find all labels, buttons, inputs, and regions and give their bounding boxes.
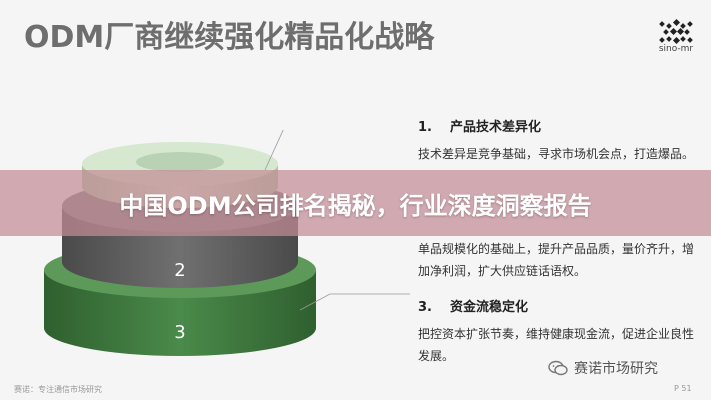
wechat-label: 赛诺市场研究 (574, 361, 658, 377)
item-1-body: 技术差异是竞争基础，寻求市场机会点，打造爆品。 (418, 147, 695, 161)
tier-label-3: 3 (174, 322, 185, 343)
strategy-item-1: 1. 产品技术差异化 技术差异是竞争基础，寻求市场机会点，打造爆品。 (418, 116, 698, 165)
page-number: P 51 (674, 384, 692, 393)
footer-source: 赛诺：专注通信市场研究 (14, 385, 102, 394)
overlay-banner: 中国ODM公司排名揭秘，行业深度洞察报告 (0, 170, 711, 236)
tier-diagram: 2 3 (44, 130, 410, 356)
callout-line-3 (299, 293, 410, 311)
item-1-title: 产品技术差异化 (450, 120, 542, 135)
wechat-watermark: 赛诺市场研究 (548, 358, 658, 378)
item-3-title: 资金流稳定化 (450, 300, 529, 315)
callout-line-1 (264, 130, 284, 171)
item-1-number: 1. (418, 120, 432, 135)
strategy-item-3: 3. 资金流稳定化 把控资本扩张节奏，维持健康现金流，促进企业良性发展。 (418, 296, 698, 367)
logo-text: sino-mr (658, 44, 694, 54)
strategy-item-2: 单品规模化的基础上，提升产品品质，量价齐升，增加净利润，扩大供应链话语权。 (418, 230, 698, 282)
item-3-body: 把控资本扩张节奏，维持健康现金流，促进企业良性发展。 (418, 327, 695, 363)
slide-title: ODM厂商继续强化精品化战略 (24, 20, 435, 55)
item-3-number: 3. (418, 300, 432, 315)
banner-text: 中国ODM公司排名揭秘，行业深度洞察报告 (119, 191, 592, 220)
tier-1-hole (136, 152, 224, 172)
sino-mr-logo-icon (659, 18, 693, 45)
item-2-body: 单品规模化的基础上，提升产品品质，量价齐升，增加净利润，扩大供应链话语权。 (418, 242, 695, 278)
tier-label-2: 2 (174, 260, 185, 281)
wechat-icon (548, 360, 568, 376)
